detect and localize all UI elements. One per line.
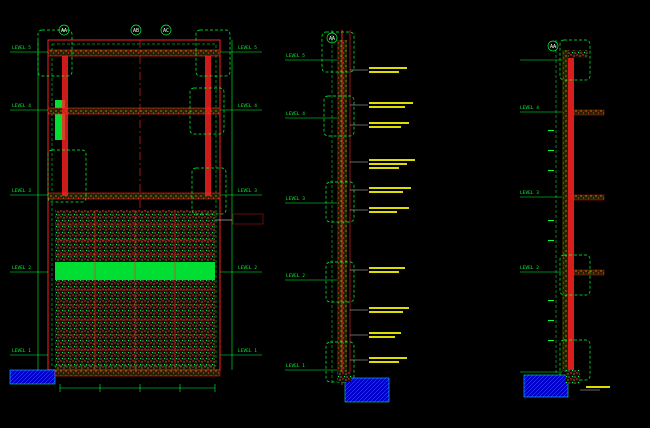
column-right bbox=[205, 56, 211, 196]
section-bubble-label: AA bbox=[550, 44, 556, 50]
grid-bubble-label: AB bbox=[133, 28, 139, 34]
level-labels-right-panel: LEVEL 4 LEVEL 3 LEVEL 2 bbox=[520, 105, 539, 271]
level-label: LEVEL 2 bbox=[520, 265, 539, 271]
level-ticks-left bbox=[10, 40, 48, 370]
level-labels-right: LEVEL 5 LEVEL 4 LEVEL 3 LEVEL 2 LEVEL 1 bbox=[238, 45, 257, 354]
section-bubble bbox=[326, 32, 338, 44]
floor-slab-5 bbox=[47, 49, 221, 57]
level-labels-left: LEVEL 5 LEVEL 4 LEVEL 3 LEVEL 2 LEVEL 1 bbox=[12, 45, 31, 354]
water-pool-right bbox=[523, 374, 569, 398]
dimension-ticks-bottom bbox=[59, 384, 216, 392]
water-pool-mid bbox=[344, 377, 390, 403]
level-label: LEVEL 5 bbox=[286, 53, 305, 59]
wall-structure-right bbox=[568, 50, 574, 372]
section-panel-middle: AA LEVEL 5 LEVEL 4 LEVEL 3 LEVEL 2 LEVEL… bbox=[285, 30, 415, 403]
level-label: LEVEL 1 bbox=[238, 348, 257, 354]
level-label: LEVEL 2 bbox=[12, 265, 31, 271]
slab-stub-2 bbox=[573, 269, 605, 276]
foundation-slab bbox=[54, 369, 221, 377]
column-left bbox=[62, 56, 68, 196]
level-label: LEVEL 5 bbox=[12, 45, 31, 51]
floor-slab-4 bbox=[47, 107, 221, 115]
section-panel-right: AA LEVEL 4 LEVEL 3 LEVEL 2 bbox=[520, 39, 610, 398]
level-label: LEVEL 2 bbox=[286, 273, 305, 279]
annotation-leaders-mid bbox=[350, 69, 368, 361]
level-label: LEVEL 2 bbox=[238, 265, 257, 271]
green-block-fill bbox=[55, 100, 65, 140]
footing-mid bbox=[337, 372, 351, 382]
level-label: LEVEL 4 bbox=[286, 111, 305, 117]
grid-bubble-ac: AC bbox=[160, 24, 172, 36]
parapet-cap bbox=[568, 50, 588, 58]
wall-grid-vertical bbox=[94, 210, 176, 370]
level-labels-mid: LEVEL 5 LEVEL 4 LEVEL 3 LEVEL 2 LEVEL 1 bbox=[286, 53, 305, 369]
level-ticks-mid bbox=[285, 59, 337, 371]
level-label: LEVEL 4 bbox=[12, 103, 31, 109]
level-label: LEVEL 3 bbox=[238, 188, 257, 194]
note-box bbox=[232, 213, 264, 225]
level-label: LEVEL 4 bbox=[520, 105, 539, 111]
floor-slab-3 bbox=[47, 192, 221, 200]
section-bubble-right bbox=[547, 40, 559, 52]
level-label: LEVEL 1 bbox=[286, 363, 305, 369]
grid-bubble-label: AA bbox=[61, 28, 67, 34]
section-frame-inner bbox=[51, 43, 217, 367]
note-text-block-right bbox=[586, 386, 610, 388]
detail-callouts bbox=[37, 29, 231, 215]
grid-bubble-aa: AA bbox=[58, 24, 70, 36]
grid-bubble-ab: AB bbox=[130, 24, 142, 36]
slab-stub-4 bbox=[573, 109, 605, 116]
annotation-text-blocks-mid bbox=[369, 67, 415, 363]
footing-right bbox=[566, 370, 580, 384]
slab-stub-3 bbox=[573, 194, 605, 201]
level-label: LEVEL 3 bbox=[520, 190, 539, 196]
section-bubble-label: AA bbox=[329, 36, 335, 42]
section-panel-left: AA AB AC LEVEL 5 LEVEL 4 bbox=[9, 24, 264, 392]
wall-core-right bbox=[562, 50, 568, 372]
level-ticks-right bbox=[220, 40, 262, 370]
level-label: LEVEL 4 bbox=[238, 103, 257, 109]
small-ticks-right bbox=[548, 130, 554, 341]
grid-bubble-label: AC bbox=[163, 28, 169, 34]
detail-callouts-mid bbox=[321, 31, 355, 383]
water-pool-left bbox=[9, 369, 56, 385]
level-label: LEVEL 3 bbox=[286, 196, 305, 202]
level-label: LEVEL 5 bbox=[238, 45, 257, 51]
level-ticks-right-panel bbox=[520, 59, 562, 373]
level-label: LEVEL 1 bbox=[12, 348, 31, 354]
level-label: LEVEL 3 bbox=[12, 188, 31, 194]
